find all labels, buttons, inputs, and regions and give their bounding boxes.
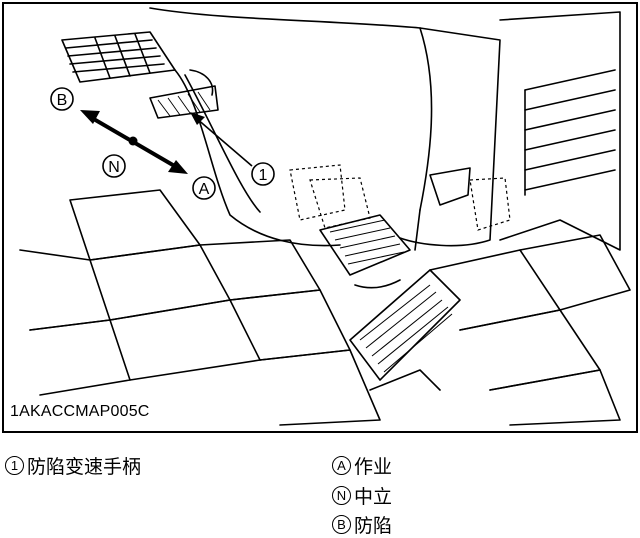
legend-item-n: N 中立	[332, 482, 392, 509]
legend-marker-a: A	[332, 456, 351, 475]
lever-motion-arrow	[80, 110, 188, 174]
line-drawing-figure: B N A 1	[2, 2, 638, 433]
legend-item-b: B 防陷	[332, 511, 392, 538]
leader-arrowhead	[190, 112, 205, 125]
legend-text-n: 中立	[354, 486, 393, 508]
legend-marker-b: B	[332, 515, 351, 534]
lever-grip-hatching	[157, 91, 211, 117]
alternate-position-dashed-lines	[289, 164, 511, 231]
legend-marker-1: 1	[5, 456, 24, 475]
legend-item-a: A 作业	[332, 452, 392, 479]
pedal-hatching	[329, 219, 453, 373]
figure-code: 1AKACCMAP005C	[10, 403, 150, 420]
svg-text:1: 1	[259, 167, 268, 184]
legend-marker-n: N	[332, 486, 351, 505]
callout-b: B	[50, 87, 74, 111]
legend-item-1: 1 防陷变速手柄	[5, 452, 141, 479]
callout-a: A	[192, 176, 216, 200]
neutral-dot	[128, 136, 138, 146]
legend-text-b: 防陷	[354, 515, 393, 537]
svg-text:B: B	[57, 92, 68, 109]
svg-text:A: A	[199, 181, 210, 198]
callout-1: 1	[251, 162, 275, 186]
machine-body-lines	[19, 7, 631, 426]
figure-frame	[2, 2, 638, 433]
legend-text-a: 作业	[354, 456, 393, 478]
callout-leader-line	[195, 117, 253, 167]
legend-text-1: 防陷变速手柄	[27, 456, 142, 478]
svg-text:N: N	[108, 159, 120, 176]
callout-n: N	[102, 154, 126, 178]
